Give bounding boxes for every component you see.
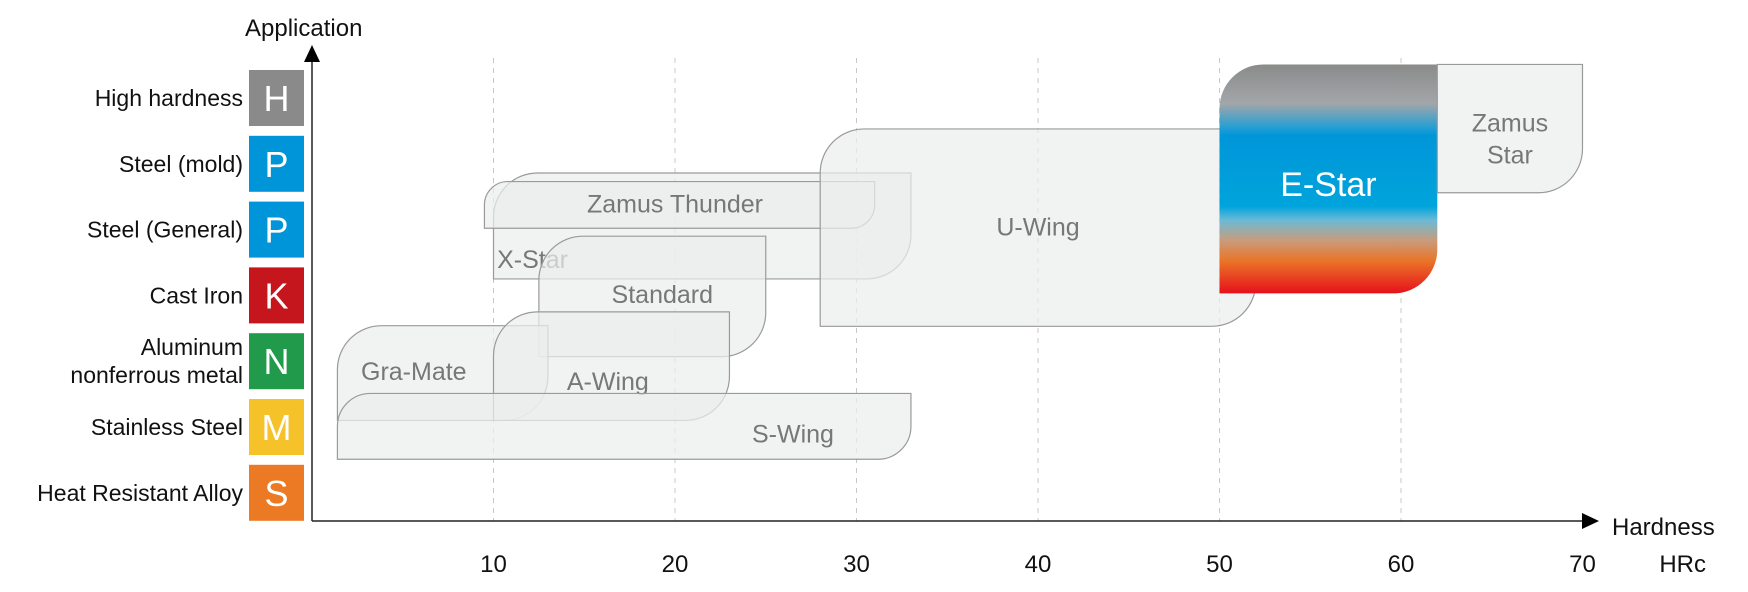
x-axis-unit: HRc: [1659, 551, 1706, 578]
application-badge: [249, 333, 304, 390]
product-range-u-wing: U-Wing: [819, 128, 1257, 327]
x-tick-label: 70: [1569, 551, 1596, 578]
application-code: K: [264, 275, 288, 316]
range-box: [1219, 64, 1438, 294]
x-tick-label: 20: [662, 551, 689, 578]
application-code: N: [264, 341, 290, 382]
application-code: H: [264, 78, 290, 119]
application-label: Stainless Steel: [91, 414, 243, 440]
application-code: P: [264, 144, 288, 185]
x-tick-label: 50: [1206, 551, 1233, 578]
range-box: [336, 392, 912, 460]
application-badge: [249, 464, 304, 521]
application-code: P: [264, 210, 288, 251]
range-label: U-Wing: [996, 213, 1079, 241]
range-label: Standard: [612, 281, 713, 309]
application-badge: [249, 135, 304, 192]
application-badge: [249, 399, 304, 455]
application-label: Steel (mold): [119, 151, 243, 177]
x-tick-label: 30: [843, 551, 870, 578]
product-range-zamus thunder: Zamus Thunder: [483, 180, 876, 229]
y-axis-arrow-icon: [304, 45, 320, 62]
range-label: S-Wing: [752, 421, 834, 449]
x-tick-label: 10: [480, 551, 507, 578]
x-axis-label: Hardness: [1612, 514, 1715, 541]
range-label: Gra-Mate: [361, 358, 467, 386]
application-label: Steel (General): [87, 217, 243, 243]
application-label: High hardness: [95, 85, 243, 111]
product-range-s-wing: S-Wing: [336, 392, 912, 460]
application-badge: [249, 70, 304, 126]
application-code: M: [262, 407, 292, 448]
x-tick-label: 60: [1388, 551, 1415, 578]
x-ticks: 10 20 30 40 50 60 70: [480, 551, 1596, 578]
application-code: S: [264, 473, 288, 514]
y-axis-label: Application: [245, 15, 362, 42]
x-tick-label: 40: [1025, 551, 1052, 578]
range-label: Zamus Thunder: [587, 190, 763, 218]
range-label: A-Wing: [567, 368, 649, 396]
range-label: E-Star: [1280, 166, 1376, 204]
product-range-e-star: E-Star: [1219, 64, 1438, 294]
application-label: Heat Resistant Alloy: [37, 480, 243, 506]
x-axis-arrow-icon: [1582, 513, 1599, 529]
application-badge: [249, 267, 304, 324]
range-box: [1436, 63, 1584, 194]
application-badge: [249, 201, 304, 258]
axes: Application Hardness HRc: [245, 15, 1715, 578]
application-label: Cast Iron: [150, 282, 243, 308]
